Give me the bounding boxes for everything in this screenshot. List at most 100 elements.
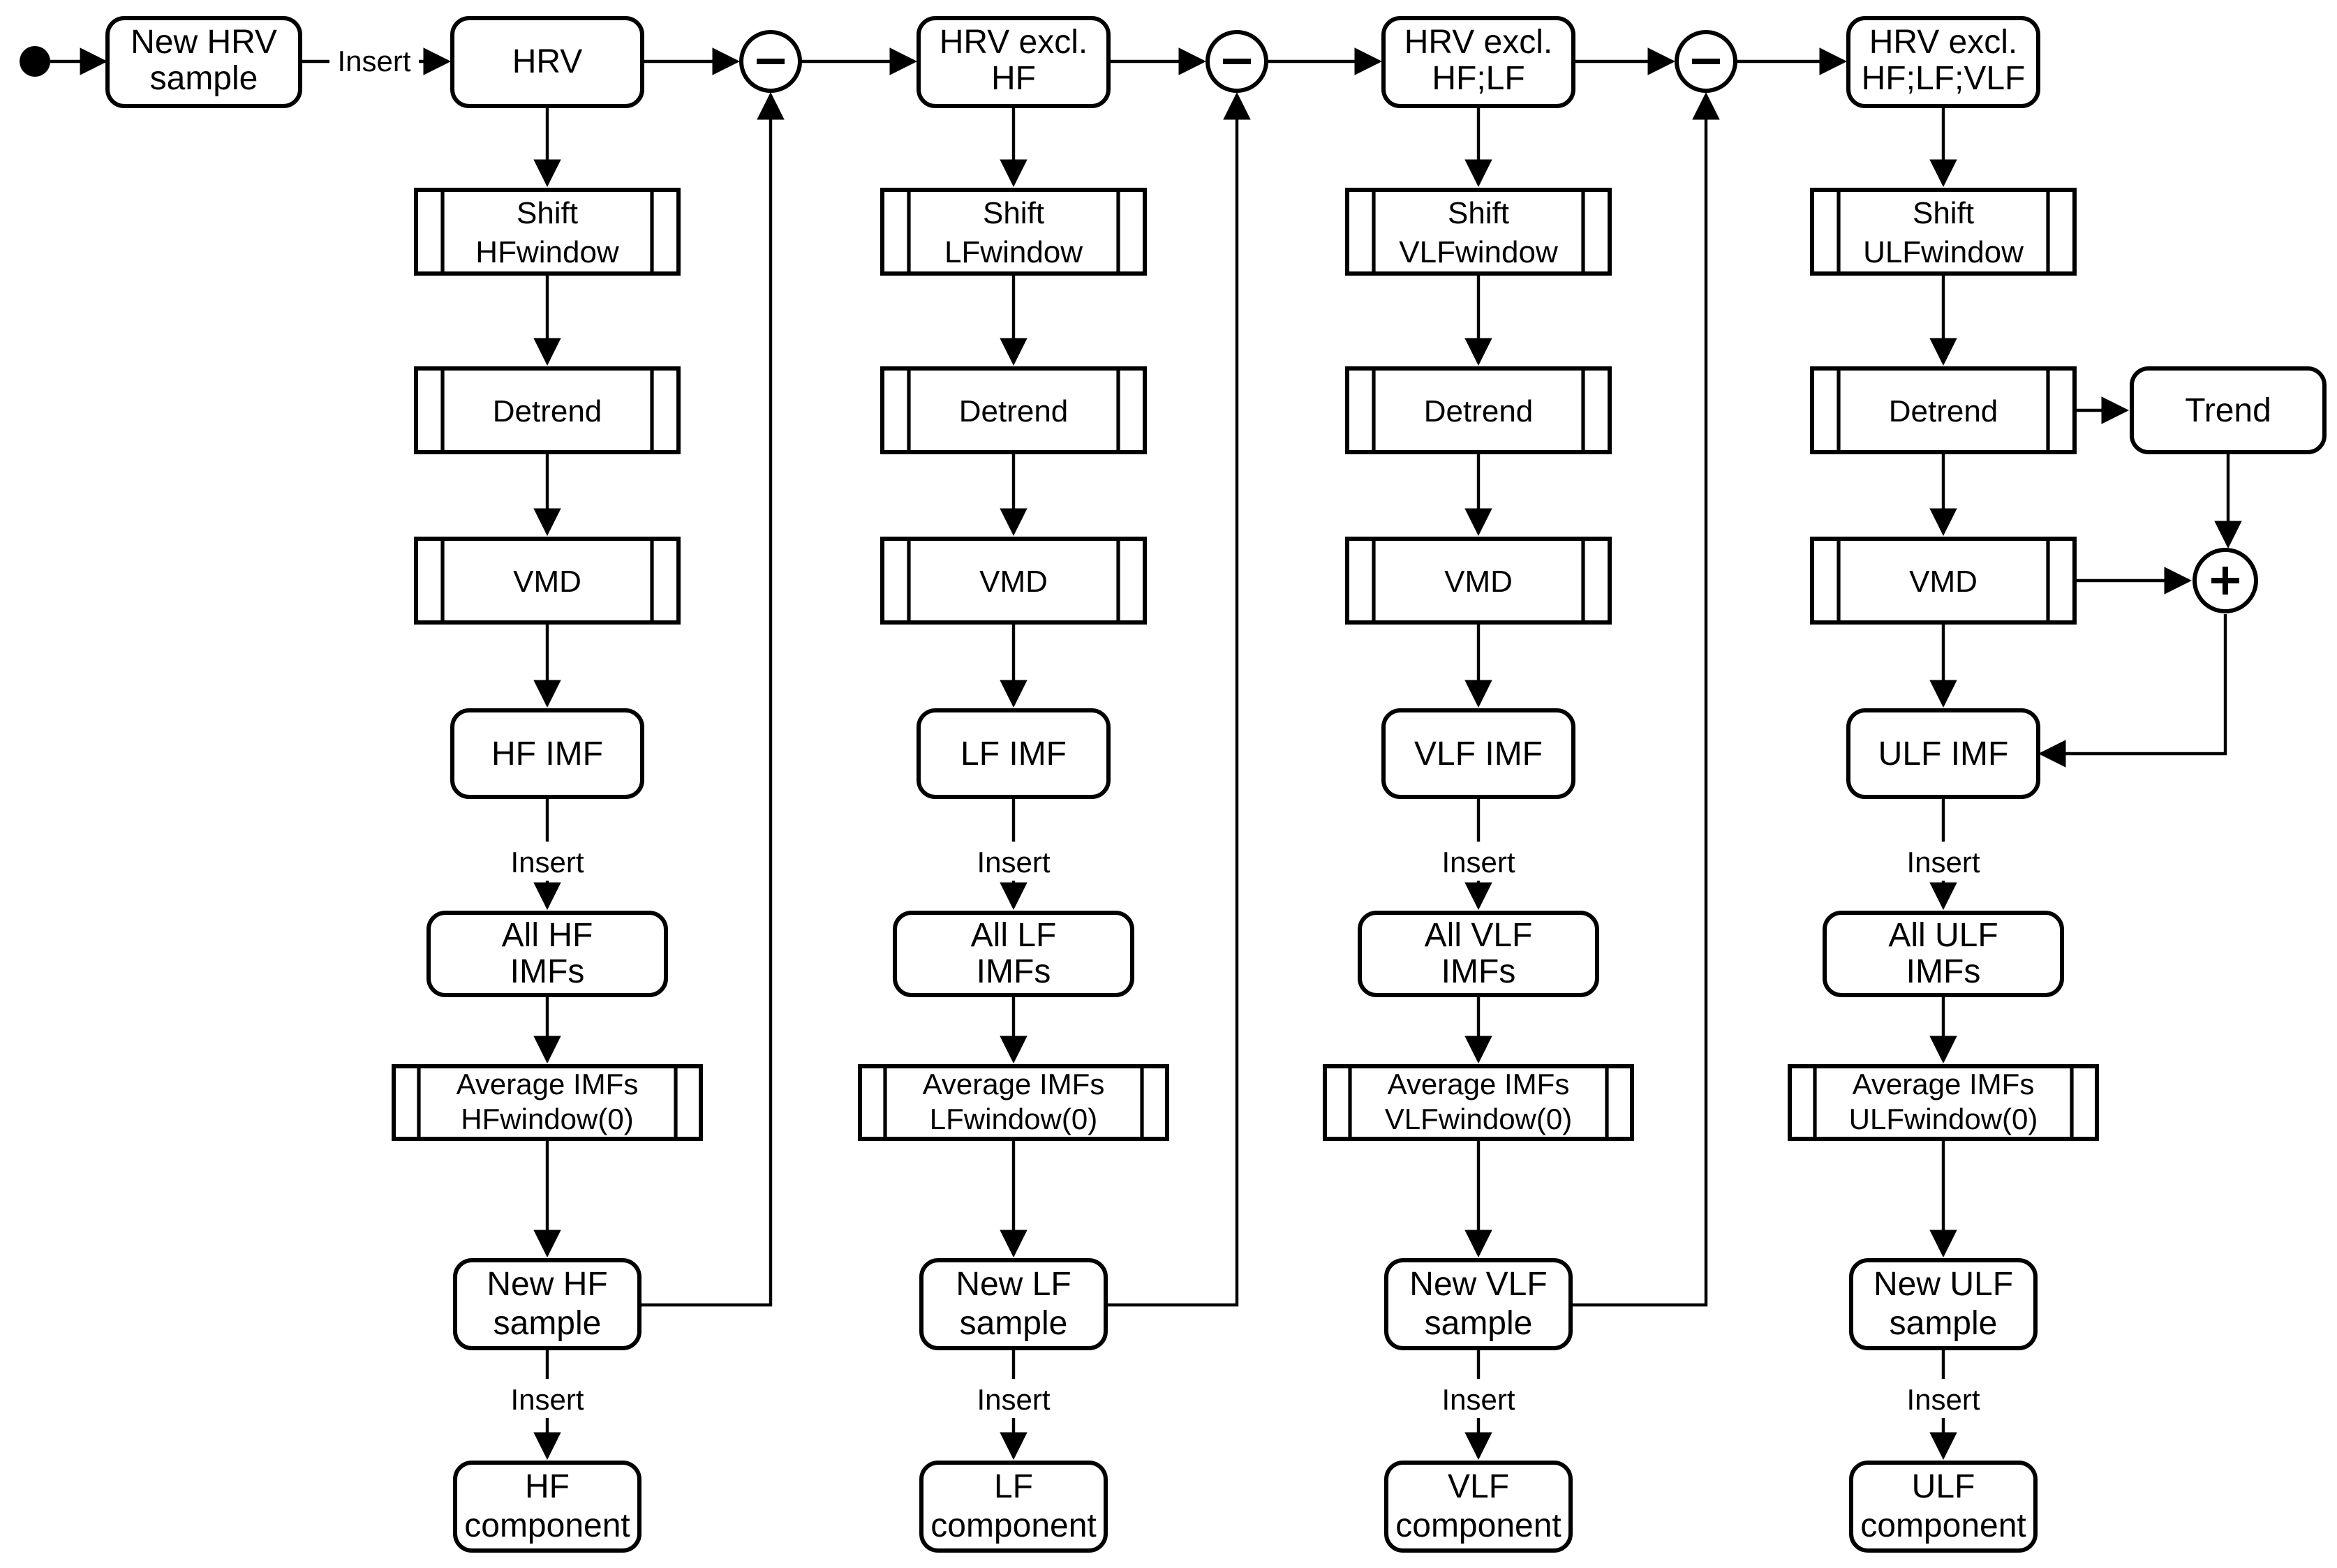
new-sample-node-vlf bbox=[1384, 1258, 1573, 1350]
component-node-lf bbox=[919, 1461, 1108, 1553]
source-label: HRV excl. bbox=[1869, 24, 2018, 61]
source-label: HRV bbox=[512, 43, 582, 80]
detrend-label: Detrend bbox=[959, 394, 1069, 428]
new-sample-label: New LF bbox=[956, 1266, 1071, 1303]
source-label: HRV excl. bbox=[940, 24, 1088, 61]
insert-edge-label: Insert bbox=[510, 846, 584, 879]
imf-label: VLF IMF bbox=[1414, 736, 1543, 772]
component-label: ULF bbox=[1912, 1468, 1975, 1505]
imf-node-vlf bbox=[1381, 708, 1575, 799]
source-node-hrv bbox=[450, 16, 644, 108]
label-mask bbox=[501, 842, 593, 881]
all-imfs-label: IMFs bbox=[1906, 953, 1981, 990]
component-label: component bbox=[1395, 1507, 1561, 1544]
average-label: Average IMFs bbox=[457, 1068, 639, 1100]
trend-label: Trend bbox=[2185, 392, 2271, 429]
label-mask bbox=[1432, 1379, 1524, 1418]
component-label: HF bbox=[525, 1468, 570, 1505]
shift-label: VLFwindow bbox=[1399, 235, 1558, 269]
imf-label: LF IMF bbox=[960, 736, 1067, 772]
shift-node-lf bbox=[880, 188, 1147, 276]
average-label: VLFwindow(0) bbox=[1385, 1103, 1572, 1135]
source-node-hrv-excl-hf bbox=[917, 16, 1111, 108]
imf-label: HF IMF bbox=[491, 736, 603, 772]
all-imfs-node-ulf bbox=[1823, 911, 2064, 997]
new-sample-label: sample bbox=[1890, 1305, 1998, 1342]
arrow-plus-to-ulf-imf bbox=[2038, 614, 2227, 768]
vmd-node-vlf bbox=[1345, 537, 1612, 625]
detrend-label: Detrend bbox=[1424, 394, 1534, 428]
average-node-hf bbox=[392, 1064, 703, 1141]
label-mask bbox=[1897, 842, 1989, 881]
new-hrv-sample-label: New HRV bbox=[131, 24, 277, 61]
component-label: component bbox=[1860, 1507, 2026, 1544]
source-label: HF bbox=[991, 60, 1036, 97]
label-mask bbox=[967, 842, 1060, 881]
source-node-hrv-excl-hflfvlf bbox=[1846, 16, 2040, 108]
label-mask bbox=[329, 42, 419, 81]
insert-edge-label: Insert bbox=[1906, 846, 1980, 879]
all-imfs-label: All HF bbox=[502, 917, 593, 954]
imf-node-ulf bbox=[1846, 708, 2040, 799]
average-label: Average IMFs bbox=[1853, 1068, 2035, 1100]
imf-label: ULF IMF bbox=[1878, 736, 2009, 772]
detrend-node-vlf bbox=[1345, 366, 1612, 454]
new-sample-node-lf bbox=[919, 1258, 1108, 1350]
average-node-ulf bbox=[1788, 1064, 2099, 1141]
shift-label: LFwindow bbox=[944, 235, 1083, 269]
average-label: Average IMFs bbox=[1388, 1068, 1570, 1100]
nodes bbox=[20, 16, 2327, 1553]
insert-edge-label: Insert bbox=[977, 846, 1050, 879]
loop-col2-sample-to-minus2 bbox=[1106, 92, 1251, 1307]
shift-window-nodes bbox=[414, 188, 2077, 276]
label-mask bbox=[1432, 842, 1524, 881]
all-imfs-label: IMFs bbox=[1441, 953, 1516, 990]
labels: New HRV sample Insert HRV HRV excl. HF H… bbox=[131, 24, 2271, 1544]
shift-label: HFwindow bbox=[475, 235, 619, 269]
new-sample-label: sample bbox=[494, 1305, 602, 1342]
component-label: VLF bbox=[1448, 1468, 1509, 1505]
all-imfs-label: All VLF bbox=[1425, 917, 1533, 954]
component-node-ulf bbox=[1849, 1461, 2038, 1553]
detrend-label: Detrend bbox=[1889, 394, 1998, 428]
source-label: HF;LF;VLF bbox=[1862, 60, 2026, 97]
new-sample-label: New HF bbox=[487, 1266, 607, 1303]
shift-label: Shift bbox=[1913, 196, 1974, 230]
vmd-label: VMD bbox=[1444, 565, 1513, 599]
loop-col1-sample-to-minus1 bbox=[639, 92, 785, 1307]
imf-node-lf bbox=[917, 708, 1111, 799]
detrend-node-lf bbox=[880, 366, 1147, 454]
source-label: HRV excl. bbox=[1404, 24, 1553, 61]
shift-node-hf bbox=[414, 188, 681, 276]
detrend-nodes bbox=[414, 366, 2077, 454]
new-sample-label: sample bbox=[1425, 1305, 1533, 1342]
vmd-label: VMD bbox=[1909, 565, 1978, 599]
shift-node-vlf bbox=[1345, 188, 1612, 276]
insert-edge-label: Insert bbox=[977, 1383, 1050, 1416]
vmd-node-hf bbox=[414, 537, 681, 625]
start-node-icon bbox=[20, 46, 50, 77]
source-node-hrv-excl-hflf bbox=[1381, 16, 1575, 108]
average-imfs-nodes bbox=[392, 1064, 2099, 1141]
new-sample-node-ulf bbox=[1849, 1258, 2038, 1350]
new-sample-label: sample bbox=[960, 1305, 1068, 1342]
component-label: component bbox=[930, 1507, 1097, 1544]
insert-edge-label: Insert bbox=[1441, 846, 1515, 879]
vmd-label: VMD bbox=[979, 565, 1048, 599]
insert-edge-label: Insert bbox=[1441, 1383, 1515, 1416]
average-node-lf bbox=[858, 1064, 1169, 1141]
vmd-label: VMD bbox=[513, 565, 581, 599]
new-hrv-sample-node bbox=[105, 16, 302, 108]
average-label: LFwindow(0) bbox=[930, 1103, 1097, 1135]
insert-edge-label: Insert bbox=[337, 45, 410, 77]
label-mask bbox=[1897, 1379, 1989, 1418]
all-imfs-label: IMFs bbox=[977, 953, 1051, 990]
new-sample-node-hf bbox=[453, 1258, 641, 1350]
component-node-hf bbox=[453, 1461, 641, 1553]
average-label: HFwindow(0) bbox=[461, 1103, 633, 1135]
shift-label: ULFwindow bbox=[1863, 235, 2024, 269]
insert-edge-label: Insert bbox=[1906, 1383, 1980, 1416]
new-hrv-sample-label: sample bbox=[150, 60, 258, 97]
average-label: Average IMFs bbox=[923, 1068, 1105, 1100]
